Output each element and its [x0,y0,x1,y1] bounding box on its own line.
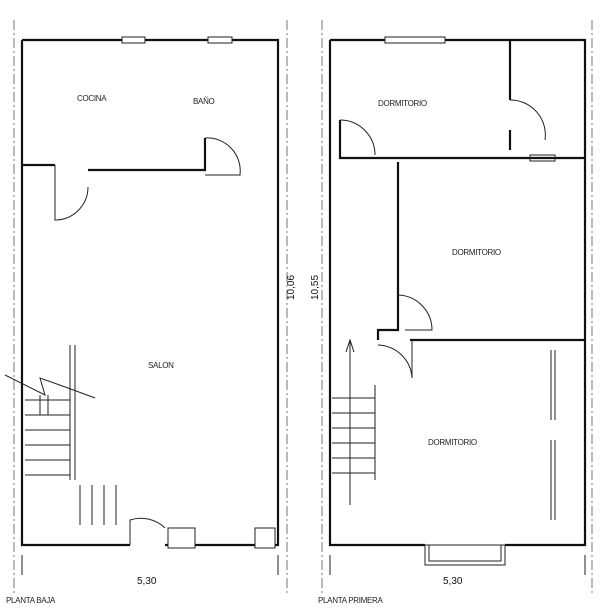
window [207,36,233,44]
height-dimension: 10,06 [286,275,297,300]
first-floor-plan: DORMITORIO DORMITORIO DORMITORIO 5,30 PL… [310,20,593,605]
window [384,36,446,44]
window [121,36,146,44]
pillar [254,527,276,549]
room-label-dormitorio: DORMITORIO [452,248,501,257]
staircase [332,338,376,505]
width-dimension: 5,30 [137,576,157,587]
plan-title-planta-baja: PLANTA BAJA [6,596,56,605]
room-label-bano: BAÑO [193,97,215,106]
room-label-cocina: COCINA [77,94,107,103]
bay-window [424,544,506,566]
room-label-salon: SALON [148,361,174,370]
outer-walls [20,38,280,547]
staircase [4,345,117,525]
ground-floor-plan: COCINA BAÑO SALON 5,30 PLANTA BAJA 10,06 [4,20,297,605]
plan-title-planta-primera: PLANTA PRIMERA [318,596,384,605]
room-label-dormitorio: DORMITORIO [378,99,427,108]
pillar [167,527,196,549]
height-dimension: 10,55 [310,275,321,300]
room-label-dormitorio: DORMITORIO [428,438,477,447]
width-dimension: 5,30 [443,576,463,587]
